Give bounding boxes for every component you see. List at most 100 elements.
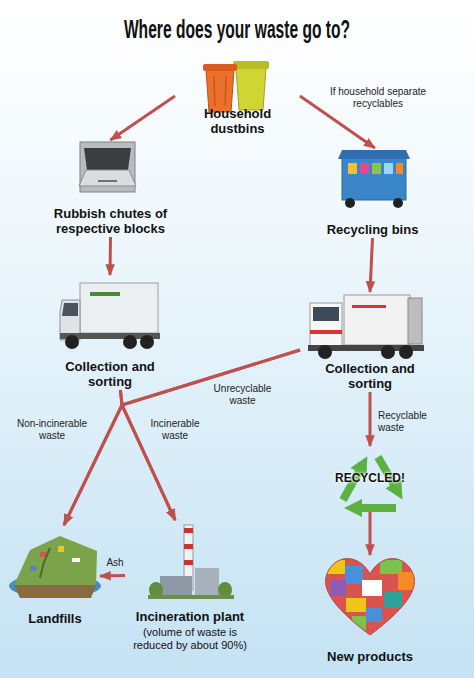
dustbins-icon [203, 61, 269, 112]
truck-wheel [65, 335, 79, 349]
products-node: New products [315, 555, 425, 665]
recycling-bin-icon [338, 150, 410, 208]
landfill-trash [30, 566, 36, 571]
edge-label: Ash [100, 557, 130, 569]
recycling-bin-node: Recycling bins [315, 148, 430, 238]
bin-wheel [345, 198, 355, 208]
truck-window [62, 303, 78, 316]
product-bit [384, 592, 402, 608]
landfill-icon [9, 536, 101, 598]
incinerator-node: Incineration plant(volume of waste is re… [125, 520, 255, 652]
truck-window [313, 307, 339, 321]
landfill-mound [14, 536, 97, 585]
plant-ground [148, 595, 234, 599]
product-bit [380, 560, 402, 574]
source-node: Household dustbins [175, 55, 300, 137]
products-heart-icon [320, 550, 420, 640]
recycle-arrow [355, 504, 396, 512]
bin-rib [214, 76, 215, 106]
flow-arrow [369, 392, 372, 446]
product-bit [398, 572, 418, 590]
node-label: Recycling bins [327, 223, 419, 238]
node-label: RECYCLED! [335, 472, 405, 486]
node-label: Collection and sorting [315, 362, 425, 392]
recycled-node: RECYCLED! [335, 446, 405, 512]
truck-body [80, 283, 158, 333]
flow-arrow [109, 237, 113, 275]
node-note: (volume of waste is reduced by about 90%… [125, 626, 255, 652]
product-bit [352, 616, 366, 630]
product-bit [362, 580, 382, 596]
flow-arrow [369, 512, 372, 555]
chute-flap [79, 170, 136, 186]
landfill-soil [14, 585, 96, 598]
truck-wheel [140, 335, 154, 349]
product-bit [330, 580, 346, 596]
bin-sticker [372, 163, 381, 174]
bin-sticker [360, 163, 369, 174]
node-label: New products [327, 650, 413, 665]
truck-logo [352, 305, 386, 308]
chute-node: Rubbish chutes of respective blocks [38, 140, 183, 237]
chute-opening [84, 148, 131, 170]
edge-label: If household separate recyclables [318, 86, 438, 110]
bin-sticker [348, 163, 357, 174]
flow-label: Incinerable waste [143, 418, 207, 442]
chimney-band [184, 544, 193, 549]
truck-body [344, 295, 410, 345]
chute-frame [80, 142, 135, 192]
bin-wheel [393, 198, 403, 208]
landfill-pipe [40, 548, 50, 578]
incinerator-icon [148, 525, 234, 599]
plant-building [160, 576, 192, 595]
chute-handle [98, 180, 117, 182]
truck-wheel [123, 335, 137, 349]
truck-cab [310, 303, 342, 347]
product-bit [346, 598, 366, 612]
truck-compactor [408, 298, 422, 344]
bin-body [342, 158, 406, 200]
truck-logo [90, 292, 120, 296]
yellow-bin-lid [233, 61, 269, 69]
collection-node: Collection and sorting [45, 275, 175, 390]
orange-bin [206, 70, 234, 112]
chimney-band [184, 560, 193, 565]
bin-rib [225, 76, 226, 106]
bin-lid [338, 150, 410, 159]
left-truck-icon [60, 283, 160, 349]
bin-sticker [396, 163, 403, 174]
landfill-trash [58, 546, 64, 552]
flow-arrow [100, 574, 125, 578]
diagram-title: Where does your waste go to? [95, 14, 379, 45]
landfill-trash [72, 558, 80, 562]
yellow-bin [236, 68, 266, 110]
product-bit [345, 566, 363, 584]
chimney-band [184, 528, 193, 533]
truck-wheel [381, 345, 395, 359]
plant-building [195, 568, 219, 595]
flow-arrow [370, 238, 373, 292]
edge-label: Recyclable waste [378, 410, 438, 434]
flow-arrow [122, 350, 300, 520]
node-label: Collection and sorting [55, 360, 165, 390]
node-label: Household dustbins [193, 107, 283, 137]
flow-label: Non-incinerable waste [10, 418, 94, 442]
flow-label: Unrecyclable waste [205, 383, 280, 407]
flow-arrow [64, 390, 122, 525]
right-truck-icon [308, 295, 424, 359]
bin-sticker [384, 163, 393, 174]
product-bit [366, 608, 382, 622]
heart-fill [320, 550, 420, 640]
heart-outline [326, 559, 415, 635]
flow-arrow [111, 96, 176, 140]
collection-node: Collection and sorting [300, 292, 440, 392]
flow-arrow [120, 390, 175, 520]
truck-stripe [310, 330, 342, 334]
landfill-node: Landfills [10, 525, 100, 627]
truck-wheel [318, 345, 332, 359]
node-label: Incineration plant [136, 610, 244, 625]
node-label: Rubbish chutes of respective blocks [46, 207, 176, 237]
node-label: Landfills [28, 612, 81, 627]
